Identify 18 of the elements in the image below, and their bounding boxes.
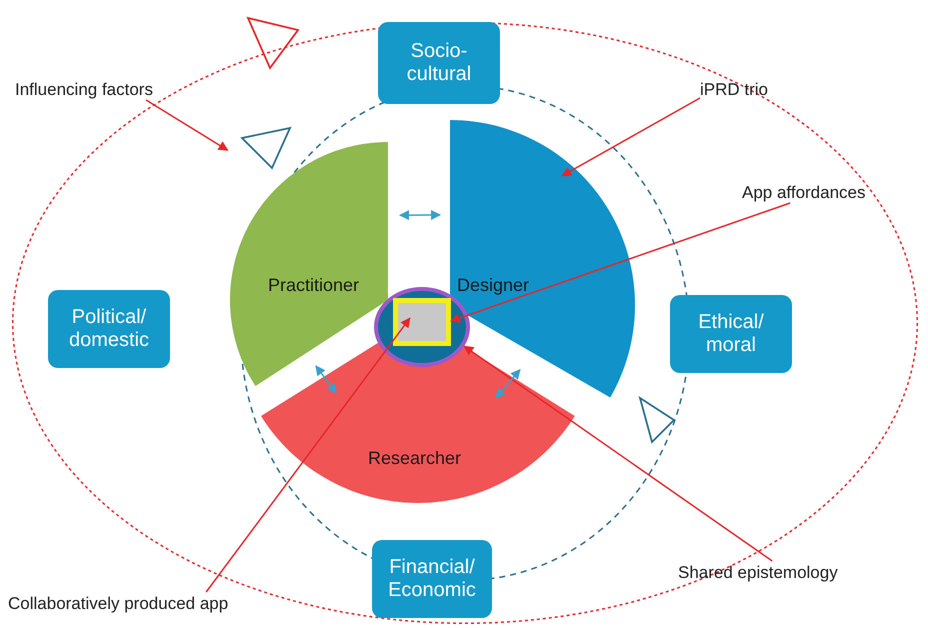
- annotation-label: Influencing factors: [15, 80, 153, 100]
- annotation-label: App affordances: [742, 183, 866, 203]
- leader-arrow: [561, 97, 700, 176]
- sector-label: Practitioner: [268, 275, 360, 296]
- annotation-label: Collaboratively produced app: [8, 594, 228, 614]
- double-arrow: [495, 369, 521, 399]
- leader-arrow: [450, 202, 790, 323]
- annotation-label: iPRD trio: [700, 80, 768, 100]
- factor-box: Political/ domestic: [48, 290, 170, 368]
- sector-label: Designer: [457, 275, 530, 296]
- double-arrow: [315, 365, 337, 394]
- double-arrow: [399, 210, 441, 220]
- leader-arrow: [206, 317, 410, 592]
- factor-box: Ethical/ moral: [670, 295, 792, 373]
- leader-arrow: [463, 346, 773, 562]
- leader-arrow: [146, 99, 228, 151]
- sector-label: Researcher: [368, 448, 462, 469]
- annotation-label: Shared epistemology: [678, 563, 838, 583]
